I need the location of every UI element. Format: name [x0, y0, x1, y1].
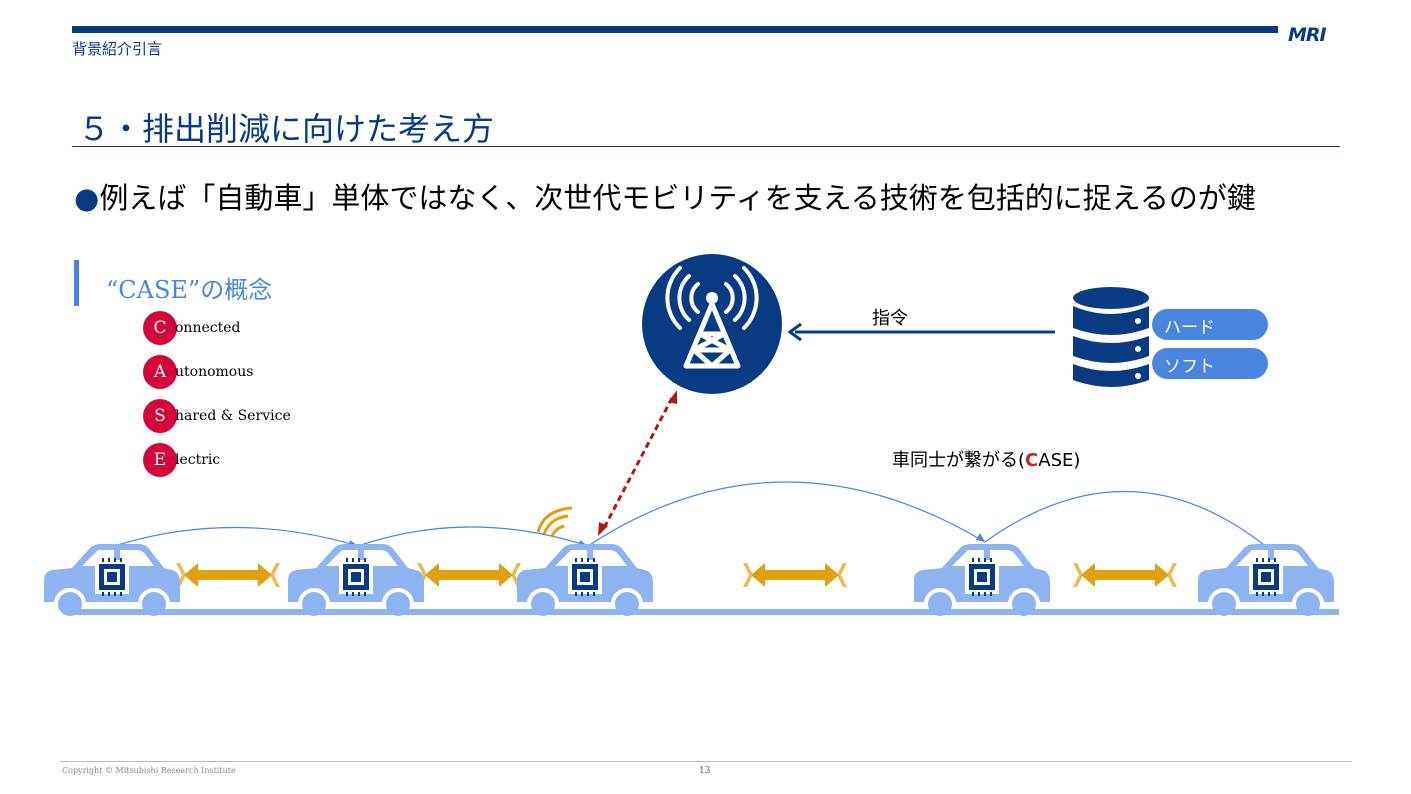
- case-title: “CASE”の概念: [106, 276, 273, 304]
- connection-highlight: C: [1025, 450, 1039, 471]
- case-letter-badge: A: [143, 355, 177, 389]
- mri-logo: MRI: [1288, 24, 1327, 46]
- bullet-point: ●例えば「自動車」単体ではなく、次世代モビリティを支える技術を包括的に捉えるのが…: [74, 176, 1374, 220]
- software-label: ソフト: [1164, 357, 1215, 377]
- case-word: onnected: [175, 320, 241, 336]
- header-bar: [72, 26, 1278, 33]
- case-letter-badge: C: [143, 311, 177, 345]
- hardware-label: ハード: [1164, 318, 1215, 338]
- vehicle-connection-label: 車同士が繋がる(CASE): [892, 446, 1080, 472]
- case-word: utonomous: [175, 364, 254, 380]
- car-icon: [515, 542, 655, 620]
- case-letter-badge: E: [143, 443, 177, 477]
- double-arrow-icons: [176, 563, 1177, 587]
- connection-prefix: 車同士が繋がる(: [892, 450, 1026, 471]
- hardware-pill: ハード: [1152, 309, 1268, 340]
- bullet-text: 例えば「自動車」単体ではなく、次世代モビリティを支える技術を包括的に捉えるのが鍵: [99, 181, 1256, 215]
- case-word: hared & Service: [175, 408, 291, 424]
- case-letter-badge: S: [143, 399, 177, 433]
- software-pill: ソフト: [1152, 348, 1268, 379]
- page-number: 13: [699, 766, 711, 776]
- title-divider: [72, 146, 1340, 147]
- bullet-marker: ●: [74, 181, 100, 215]
- copyright-text: Copyright © Mitsubishi Research Institut…: [62, 766, 236, 775]
- car-link-arcs: [107, 481, 1269, 549]
- case-word: lectric: [175, 452, 221, 468]
- car-icon: [286, 542, 426, 620]
- wifi-signal-icon: [536, 506, 573, 537]
- slide-title: ５・排出削減に向けた考え方: [78, 110, 495, 148]
- connection-suffix: ASE): [1038, 450, 1081, 471]
- car-icon: [912, 542, 1052, 620]
- command-arrow-head: [787, 322, 802, 342]
- car-icon: [1196, 542, 1336, 620]
- footer-divider: [60, 761, 1352, 762]
- road-line: [75, 609, 1339, 615]
- cell-tower-icon: [665, 266, 759, 369]
- car-icon: [42, 542, 182, 620]
- command-label: 指令: [872, 308, 908, 329]
- tower-car-link: [602, 397, 674, 529]
- database-icon: [1073, 287, 1149, 387]
- cell-tower-circle: [642, 254, 782, 394]
- case-accent-bar: [74, 260, 79, 306]
- section-label: 背景紹介引言: [72, 40, 163, 58]
